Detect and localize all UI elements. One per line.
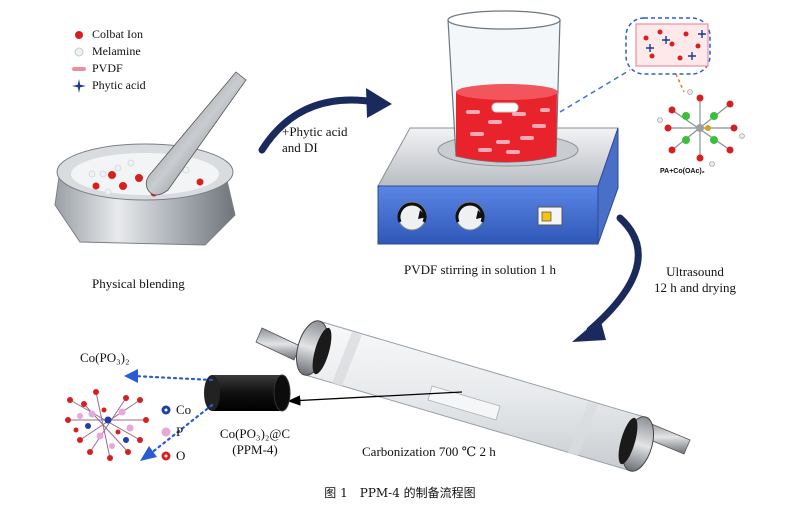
atom-label-p: P (176, 424, 184, 439)
dotted-arrow-lower-head (140, 446, 157, 461)
beaker-illustration (447, 10, 561, 163)
product-name: Co(PO₃)₂@C (219, 426, 291, 441)
reagents-label: +Phytic acid and DI (282, 124, 347, 156)
callout-line (559, 69, 631, 113)
structure-formula-label: Co(PO₃)₂ (80, 350, 130, 365)
product-code: (PPM-4) (232, 442, 278, 457)
o-atom-symbol-center (164, 454, 168, 458)
zoom-bubble (625, 17, 711, 75)
pestle-illustration (145, 71, 247, 196)
reagents-line-2: and DI (282, 140, 318, 155)
p-atom-symbol (161, 427, 171, 437)
ultrasound-line-1: Ultrasound (666, 264, 724, 279)
stirring-label: PVDF stirring in solution 1 h (404, 262, 557, 277)
product-label: Co(PO₃)₂@C (PPM-4) (196, 426, 314, 458)
ultrasound-label: Ultrasound 12 h and drying (630, 264, 760, 296)
pvdf-bar-icon (72, 62, 86, 76)
legend-label-phytic: Phytic acid (92, 78, 146, 92)
melamine-dot-icon (72, 45, 86, 59)
dotted-arrow-upper (132, 374, 214, 382)
legend-item-cobalt: Colbat Ion (72, 26, 146, 43)
material-legend: Colbat Ion Melamine PVDF Phytic acid (72, 26, 146, 94)
arrow-to-furnace (586, 214, 642, 334)
dotted-arrow-lower (148, 403, 214, 456)
legend-label-pvdf: PVDF (92, 61, 123, 75)
arrow-to-beaker-head (366, 88, 392, 118)
carbonization-label: Carbonization 700 ℃ 2 h (362, 444, 496, 459)
hotplate-illustration (377, 127, 619, 245)
molecule-model (657, 89, 745, 167)
product-cylinder (204, 374, 291, 412)
arrow-to-furnace-head (572, 318, 606, 342)
tube-furnace (255, 320, 691, 472)
legend-item-melamine: Melamine (72, 43, 146, 60)
legend-item-phytic: Phytic acid (72, 77, 146, 94)
molecule-label: PA+Co(OAc)₂ (660, 168, 705, 175)
phytic-star-icon (72, 78, 86, 93)
physical-blending-label: Physical blending (92, 276, 185, 291)
legend-label-cobalt: Colbat Ion (92, 27, 143, 41)
callout-arrow (675, 73, 685, 93)
mortar-illustration (54, 143, 236, 246)
legend-label-melamine: Melamine (92, 44, 141, 58)
atom-label-co: Co (176, 402, 192, 417)
figure-caption: 图 1 PPM-4 的制备流程图 (324, 486, 476, 500)
sample-pointer (287, 391, 463, 406)
co-atom-symbol-center (164, 408, 168, 412)
crystal-structure (65, 389, 149, 461)
arrow-to-beaker (258, 96, 379, 154)
legend-item-pvdf: PVDF (72, 60, 146, 77)
atom-label-o: O (176, 448, 186, 463)
dotted-arrow-upper-head (124, 369, 138, 383)
reagents-line-1: +Phytic acid (282, 124, 348, 139)
cobalt-dot-icon (72, 28, 86, 42)
ultrasound-line-2: 12 h and drying (654, 280, 736, 295)
